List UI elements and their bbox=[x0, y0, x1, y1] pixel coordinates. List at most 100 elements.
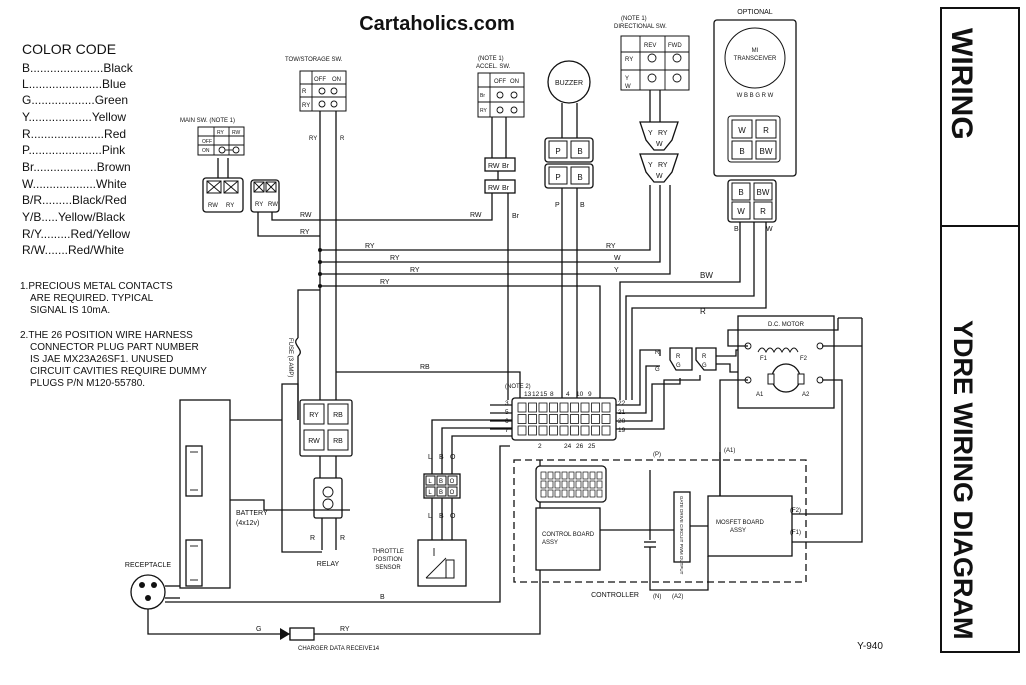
svg-text:RB: RB bbox=[420, 364, 430, 371]
notes: 1.PRECIOUS METAL CONTACTS ARE REQUIRED. … bbox=[20, 281, 207, 389]
svg-text:L: L bbox=[428, 490, 432, 496]
pin-label-bottom: 24 bbox=[564, 443, 572, 450]
controller-internal-wiring bbox=[600, 452, 721, 591]
svg-text:R: R bbox=[340, 136, 345, 142]
svg-text:RB: RB bbox=[333, 412, 343, 419]
pin-label-left: 7 bbox=[505, 427, 509, 434]
svg-text:ASSY: ASSY bbox=[730, 528, 746, 534]
svg-text:RY: RY bbox=[480, 108, 488, 114]
svg-text:RW: RW bbox=[232, 130, 241, 136]
svg-text:RY: RY bbox=[625, 57, 633, 63]
note-2-line-4: CIRCUIT CAVITIES REQUIRE DUMMY bbox=[30, 366, 207, 377]
svg-text:OFF: OFF bbox=[314, 77, 326, 83]
note-2-line-3: IS JAE MX23A26SF1. UNUSED bbox=[30, 354, 173, 365]
svg-text:W: W bbox=[738, 126, 746, 135]
pin-label-right: 22 bbox=[618, 400, 626, 407]
svg-text:P: P bbox=[555, 147, 560, 156]
title-panel-border bbox=[940, 7, 1020, 653]
svg-text:ON: ON bbox=[510, 79, 519, 85]
svg-text:GATE DRIVE CIRCUIT PWM OUTPUT: GATE DRIVE CIRCUIT PWM OUTPUT bbox=[679, 496, 684, 575]
throttle-connector: L B O L B O bbox=[423, 473, 461, 499]
svg-text:R: R bbox=[655, 350, 660, 356]
svg-text:G: G bbox=[676, 363, 681, 369]
battery-label: BATTERY bbox=[236, 510, 268, 517]
color-code-entry-y: Y...................Yellow bbox=[22, 110, 126, 124]
main-sw-label: MAIN SW. (NOTE 1) bbox=[180, 118, 235, 124]
accel-sw-label: ACCEL. SW. bbox=[476, 64, 511, 70]
svg-text:W: W bbox=[625, 84, 631, 90]
transceiver: MI TRANSCEIVER W B B G R W W R B BW bbox=[713, 19, 797, 177]
svg-text:RY: RY bbox=[658, 130, 668, 137]
pin-label-top: 13 bbox=[524, 391, 532, 398]
svg-text:RY: RY bbox=[217, 130, 225, 136]
svg-text:O: O bbox=[450, 490, 455, 496]
transceiver-harness-connector: B BW W R bbox=[727, 179, 777, 223]
throttle-sensor bbox=[417, 539, 467, 587]
svg-text:ON: ON bbox=[332, 77, 341, 83]
mosfet-board: MOSFET BOARD ASSY bbox=[707, 495, 793, 557]
svg-text:R: R bbox=[302, 89, 307, 95]
pin-label-top: 10 bbox=[576, 391, 584, 398]
directional-switch: REV FWD RY Y W bbox=[620, 35, 690, 91]
pin-label-left: 3 bbox=[505, 400, 509, 407]
pin-label-right: 19 bbox=[618, 427, 626, 434]
note-1-line-2: ARE REQUIRED. TYPICAL bbox=[30, 293, 154, 304]
svg-text:L: L bbox=[428, 454, 432, 461]
color-code-entry-b: B......................Black bbox=[22, 61, 134, 75]
svg-text:R: R bbox=[702, 354, 707, 360]
svg-text:RY: RY bbox=[390, 255, 400, 262]
svg-text:W: W bbox=[614, 255, 621, 262]
svg-text:RW: RW bbox=[268, 202, 278, 208]
color-code-entry-r: R......................Red bbox=[22, 127, 126, 141]
svg-text:OFF: OFF bbox=[202, 139, 212, 145]
directional-sw-note: (NOTE 1) bbox=[621, 16, 647, 22]
svg-text:RW: RW bbox=[208, 203, 218, 209]
svg-text:MI: MI bbox=[752, 48, 759, 54]
buzzer bbox=[547, 60, 591, 104]
svg-text:B: B bbox=[439, 479, 443, 485]
note-2-line-5: PLUGS P/N M120-55780. bbox=[30, 378, 145, 389]
motor-signal-connector-1: R G bbox=[669, 347, 693, 371]
svg-text:RY: RY bbox=[309, 412, 319, 419]
receptacle-label: RECEPTACLE bbox=[125, 562, 171, 569]
svg-text:R: R bbox=[760, 207, 766, 216]
svg-text:W: W bbox=[737, 207, 745, 216]
svg-text:Br: Br bbox=[480, 93, 485, 99]
color-code-heading: COLOR CODE bbox=[22, 41, 116, 57]
svg-text:MOSFET BOARD: MOSFET BOARD bbox=[716, 520, 765, 526]
svg-text:G: G bbox=[655, 367, 660, 373]
svg-text:Br: Br bbox=[502, 163, 510, 170]
svg-text:RY: RY bbox=[365, 243, 375, 250]
svg-text:B: B bbox=[439, 454, 444, 461]
svg-text:R: R bbox=[763, 126, 769, 135]
svg-text:RY: RY bbox=[302, 103, 310, 109]
optional-label: OPTIONAL bbox=[737, 9, 773, 16]
title-wiring: WIRING bbox=[945, 28, 978, 140]
dc-motor bbox=[744, 342, 824, 393]
svg-text:RB: RB bbox=[333, 438, 343, 445]
svg-text:RY: RY bbox=[255, 202, 263, 208]
svg-text:G: G bbox=[702, 363, 707, 369]
svg-text:L: L bbox=[428, 479, 432, 485]
svg-text:CONTROL BOARD: CONTROL BOARD bbox=[542, 532, 595, 538]
svg-text:Br: Br bbox=[512, 213, 520, 220]
svg-text:B: B bbox=[577, 173, 582, 182]
main-switch: OFF ON RY RW bbox=[197, 126, 245, 156]
svg-text:B: B bbox=[577, 147, 582, 156]
svg-text:RW: RW bbox=[488, 163, 500, 170]
svg-text:BW: BW bbox=[760, 147, 773, 156]
accel-connector-2: RW Br bbox=[484, 179, 516, 194]
svg-text:R: R bbox=[340, 535, 345, 542]
color-code-entry-w: W...................White bbox=[22, 177, 127, 191]
tow-side-connector: RY RW bbox=[250, 179, 280, 213]
svg-text:B: B bbox=[738, 188, 743, 197]
svg-text:O: O bbox=[450, 479, 455, 485]
svg-text:(P): (P) bbox=[653, 452, 661, 458]
color-code-entry-br2: B/R.........Black/Red bbox=[22, 193, 127, 207]
svg-text:Y: Y bbox=[648, 162, 653, 169]
relay-connector: RY RB RW RB bbox=[299, 399, 353, 457]
relay bbox=[313, 477, 343, 519]
color-code-entry-rw: R/W.......Red/White bbox=[22, 243, 124, 257]
note-1-line-3: SIGNAL IS 10mA. bbox=[30, 305, 110, 316]
